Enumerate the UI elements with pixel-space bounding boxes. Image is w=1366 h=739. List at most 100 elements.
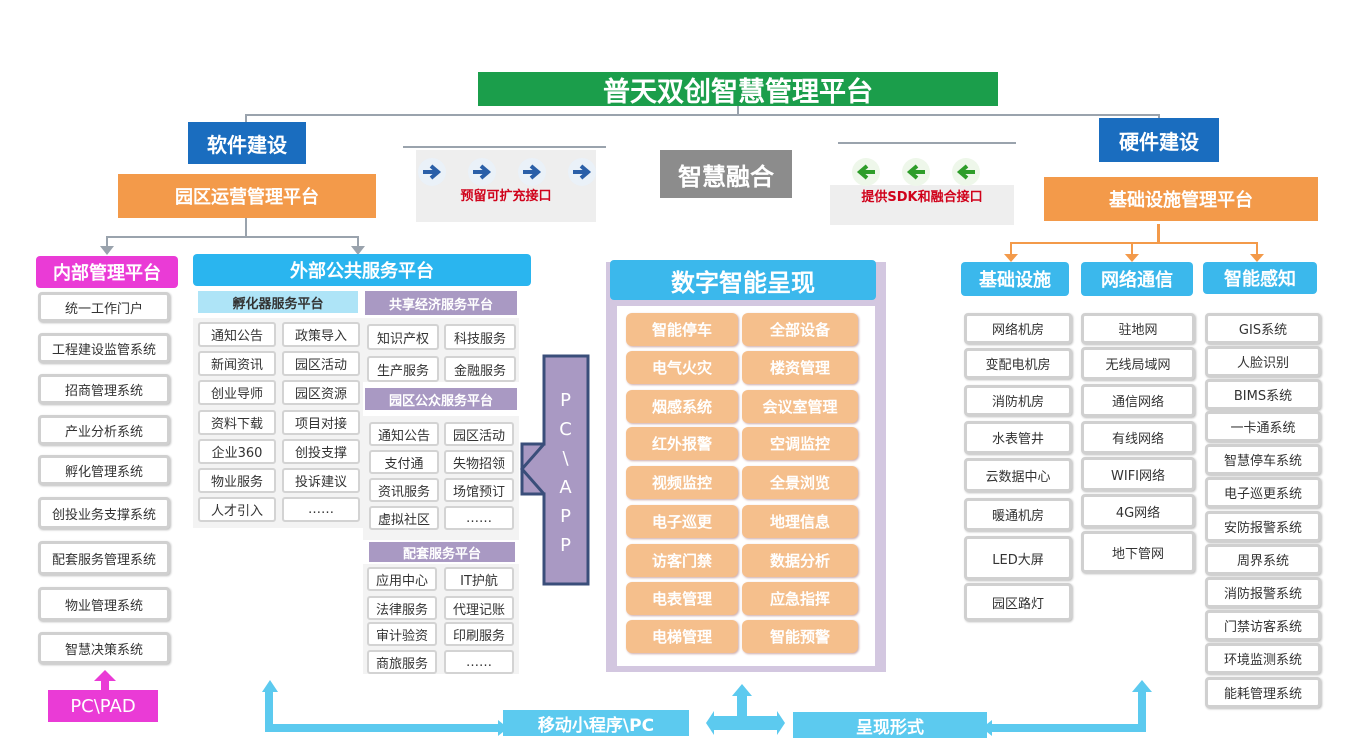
digital-item[interactable]: 电梯管理 xyxy=(626,620,738,653)
public-item[interactable]: 资讯服务 xyxy=(369,478,439,502)
support-item[interactable]: 印刷服务 xyxy=(444,622,514,646)
digital-item[interactable]: 空调监控 xyxy=(742,427,858,460)
incubator-item[interactable]: 创业导师 xyxy=(198,380,276,405)
digital-item[interactable]: 全部设备 xyxy=(742,313,858,346)
support-item[interactable]: 应用中心 xyxy=(367,567,437,591)
connector xyxy=(1157,224,1160,244)
infra-item[interactable]: 消防机房 xyxy=(964,385,1072,416)
incubator-item[interactable]: 园区资源 xyxy=(282,380,360,405)
digital-title: 数字智能呈现 xyxy=(610,260,876,300)
sensing-item[interactable]: 消防报警系统 xyxy=(1205,577,1321,608)
public-item[interactable]: 场馆预订 xyxy=(444,478,514,502)
incubator-item[interactable]: 投诉建议 xyxy=(282,468,360,493)
sensing-item[interactable]: 能耗管理系统 xyxy=(1205,677,1321,708)
internal-item[interactable]: 工程建设监管系统 xyxy=(38,333,170,363)
digital-item[interactable]: 数据分析 xyxy=(742,544,858,577)
arrow-right-icon xyxy=(418,158,446,186)
sensing-item[interactable]: 一卡通系统 xyxy=(1205,411,1321,442)
incubator-item[interactable]: 政策导入 xyxy=(282,322,360,347)
sensing-item[interactable]: 周界系统 xyxy=(1205,544,1321,575)
internal-item[interactable]: 统一工作门户 xyxy=(38,292,170,322)
incubator-item[interactable]: 物业服务 xyxy=(198,468,276,493)
digital-item[interactable]: 视频监控 xyxy=(626,466,738,499)
sharing-item[interactable]: 知识产权 xyxy=(367,324,439,350)
digital-item[interactable]: 红外报警 xyxy=(626,427,738,460)
sensing-item[interactable]: GIS系统 xyxy=(1205,313,1321,344)
incubator-item[interactable]: 创投支撑 xyxy=(282,439,360,464)
digital-item[interactable]: 会议室管理 xyxy=(742,390,858,423)
support-item[interactable]: 商旅服务 xyxy=(367,650,437,674)
public-title: 园区公众服务平台 xyxy=(365,388,517,410)
sensing-item[interactable]: 安防报警系统 xyxy=(1205,511,1321,542)
internal-item[interactable]: 创投业务支撑系统 xyxy=(38,497,170,529)
incubator-item[interactable]: 资料下载 xyxy=(198,410,276,435)
digital-item[interactable]: 访客门禁 xyxy=(626,544,738,577)
infra-item[interactable]: 园区路灯 xyxy=(964,583,1072,621)
support-item[interactable]: 法律服务 xyxy=(367,596,437,620)
internal-item[interactable]: 智慧决策系统 xyxy=(38,632,170,664)
incubator-item[interactable]: 企业360 xyxy=(198,439,276,464)
sensing-item[interactable]: 智慧停车系统 xyxy=(1205,444,1321,475)
network-item[interactable]: 有线网络 xyxy=(1081,421,1195,454)
infra-item[interactable]: 水表管井 xyxy=(964,421,1072,454)
sensing-item[interactable]: BIMS系统 xyxy=(1205,379,1321,410)
connector xyxy=(245,218,247,236)
digital-item[interactable]: 应急指挥 xyxy=(742,582,858,615)
network-item[interactable]: 地下管网 xyxy=(1081,531,1195,573)
public-item[interactable]: 园区活动 xyxy=(444,422,514,446)
network-item[interactable]: 无线局域网 xyxy=(1081,347,1195,380)
digital-item[interactable]: 楼资管理 xyxy=(742,351,858,384)
sharing-item[interactable]: 金融服务 xyxy=(444,356,516,382)
internal-item[interactable]: 招商管理系统 xyxy=(38,374,170,404)
network-item[interactable]: 驻地网 xyxy=(1081,313,1195,344)
bottom-arrows xyxy=(262,680,1152,736)
incubator-item[interactable]: 项目对接 xyxy=(282,410,360,435)
infra-item[interactable]: 变配电机房 xyxy=(964,348,1072,379)
sensing-item[interactable]: 电子巡更系统 xyxy=(1205,477,1321,508)
public-item[interactable]: 虚拟社区 xyxy=(369,506,439,530)
incubator-item[interactable]: 园区活动 xyxy=(282,351,360,376)
infra-item[interactable]: 暖通机房 xyxy=(964,498,1072,531)
digital-item[interactable]: 电气火灾 xyxy=(626,351,738,384)
incubator-item[interactable]: 新闻资讯 xyxy=(198,351,276,376)
network-item[interactable]: 通信网络 xyxy=(1081,384,1195,417)
network-title: 网络通信 xyxy=(1081,262,1193,296)
reserve-panel xyxy=(416,150,596,222)
internal-item[interactable]: 物业管理系统 xyxy=(38,587,170,621)
network-item[interactable]: 4G网络 xyxy=(1081,494,1195,528)
internal-item[interactable]: 孵化管理系统 xyxy=(38,455,170,485)
sharing-item[interactable]: 生产服务 xyxy=(367,356,439,382)
public-item[interactable]: …… xyxy=(444,506,514,530)
internal-item[interactable]: 产业分析系统 xyxy=(38,415,170,445)
public-item[interactable]: 通知公告 xyxy=(369,422,439,446)
sensing-item[interactable]: 环境监测系统 xyxy=(1205,643,1321,674)
digital-item[interactable]: 全景浏览 xyxy=(742,466,858,499)
infra-item[interactable]: LED大屏 xyxy=(964,536,1072,580)
sensing-item[interactable]: 人脸识别 xyxy=(1205,346,1321,377)
arrow-left-icon xyxy=(952,158,980,186)
incubator-item[interactable]: 通知公告 xyxy=(198,322,276,347)
support-item[interactable]: 代理记账 xyxy=(444,596,514,620)
support-item[interactable]: …… xyxy=(444,650,514,674)
digital-item[interactable]: 烟感系统 xyxy=(626,390,738,423)
infra-item[interactable]: 网络机房 xyxy=(964,313,1072,344)
digital-item[interactable]: 地理信息 xyxy=(742,505,858,538)
digital-item[interactable]: 电表管理 xyxy=(626,582,738,615)
incubator-item[interactable]: 人才引入 xyxy=(198,497,276,522)
arrow-right-icon xyxy=(568,158,596,186)
arrow-left-icon xyxy=(852,158,880,186)
sharing-title: 共享经济服务平台 xyxy=(365,291,517,315)
public-item[interactable]: 支付通 xyxy=(369,450,439,474)
sharing-item[interactable]: 科技服务 xyxy=(444,324,516,350)
incubator-item[interactable]: …… xyxy=(282,497,360,522)
network-item[interactable]: WIFI网络 xyxy=(1081,457,1195,491)
support-item[interactable]: 审计验资 xyxy=(367,622,437,646)
sensing-item[interactable]: 门禁访客系统 xyxy=(1205,610,1321,641)
digital-item[interactable]: 智能预警 xyxy=(742,620,858,653)
public-item[interactable]: 失物招领 xyxy=(444,450,514,474)
digital-item[interactable]: 智能停车 xyxy=(626,313,738,346)
internal-item[interactable]: 配套服务管理系统 xyxy=(38,541,170,575)
digital-item[interactable]: 电子巡更 xyxy=(626,505,738,538)
support-item[interactable]: IT护航 xyxy=(444,567,514,591)
infra-item[interactable]: 云数据中心 xyxy=(964,458,1072,492)
